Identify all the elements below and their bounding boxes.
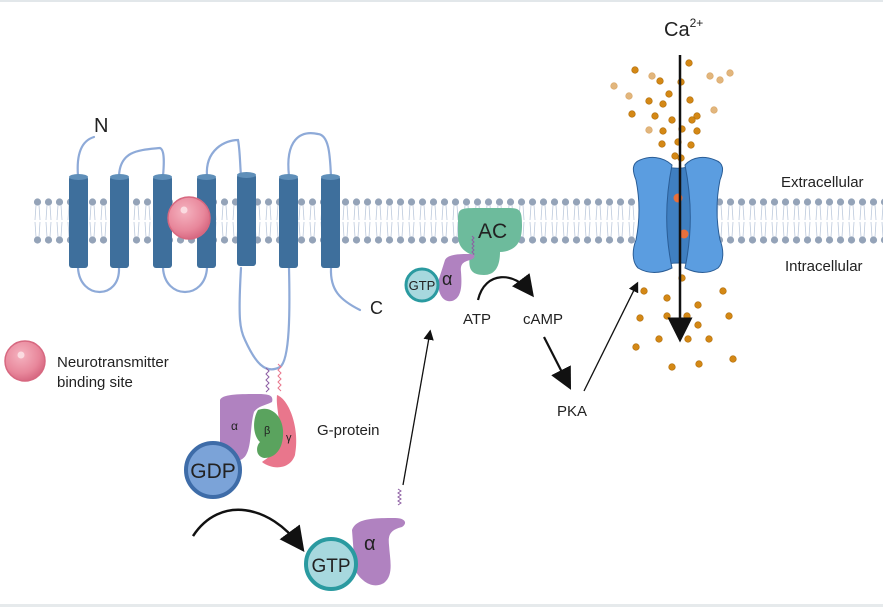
- calcium-ion: [663, 312, 671, 320]
- calcium-ion: [610, 82, 618, 90]
- camp-label: cAMP: [523, 311, 563, 328]
- calcium-ion: [688, 116, 696, 124]
- channel-left-subunit: [632, 156, 673, 273]
- calcium-ion: [705, 335, 713, 343]
- pka-label: PKA: [557, 403, 587, 420]
- ac-label: AC: [478, 220, 507, 243]
- calcium-ion: [625, 92, 633, 100]
- calcium-ion: [658, 140, 666, 148]
- activation-arrow: [191, 508, 305, 553]
- gtp-label-large: GTP: [311, 556, 350, 577]
- beta-subunit: [254, 408, 284, 458]
- alpha-subunit-free: [352, 518, 406, 586]
- calcium-ion: [648, 72, 656, 80]
- helix-7: [321, 174, 340, 268]
- g-protein-complex: α γ β GDP: [184, 363, 297, 499]
- g-protein-label: G-protein: [317, 422, 380, 439]
- alpha-subunit: [220, 394, 273, 462]
- calcium-ion: [632, 343, 640, 351]
- receptor-loops: [76, 132, 362, 371]
- calcium-ion: [706, 72, 714, 80]
- gamma-subunit: [262, 395, 297, 468]
- gdp-label: GDP: [190, 460, 236, 483]
- calcium-ion: [668, 363, 676, 371]
- calcium-ion: [694, 301, 702, 309]
- alpha-label-small: α: [231, 419, 238, 433]
- channel-right-subunit: [684, 156, 724, 273]
- alpha-label-bound: α: [442, 269, 452, 289]
- calcium-ion: [659, 127, 667, 135]
- calcium-ion: [683, 312, 691, 320]
- calcium-channel: [632, 156, 724, 273]
- calcium-ion: [631, 66, 639, 74]
- calcium-ion: [636, 314, 644, 322]
- calcium-ion: [651, 112, 659, 120]
- lipid-anchor-gamma: [277, 363, 282, 392]
- top-border: [0, 0, 883, 2]
- pka-to-channel-arrow: [583, 281, 639, 392]
- calcium-ion: [684, 335, 692, 343]
- helix-5: [237, 172, 256, 266]
- calcium-ion: [716, 76, 724, 84]
- calcium-ion: [693, 127, 701, 135]
- calcium-ion: [686, 96, 694, 104]
- calcium-ion: [645, 97, 653, 105]
- calcium-ion: [656, 77, 664, 85]
- calcium-ion-in-channel: [679, 229, 689, 239]
- atp-label: ATP: [463, 311, 491, 328]
- alpha-label-free: α: [364, 533, 376, 555]
- calcium-ion: [655, 335, 663, 343]
- calcium-ion: [710, 106, 718, 114]
- n-terminus-label: N: [94, 115, 108, 137]
- adenylyl-cyclase: AC: [458, 208, 522, 275]
- calcium-ion: [695, 360, 703, 368]
- intracellular-label: Intracellular: [785, 258, 863, 275]
- atp-to-camp-arrow: [476, 273, 534, 301]
- calcium-ion: [719, 287, 727, 295]
- alpha-to-ac-arrow: [402, 329, 434, 486]
- calcium-ion: [694, 321, 702, 329]
- helix-1: [69, 174, 88, 268]
- legend-neurotransmitter: Neurotransmitter binding site: [4, 340, 169, 391]
- calcium-ion: [687, 141, 695, 149]
- helix-3: [153, 174, 172, 268]
- bottom-border: [0, 604, 883, 607]
- beta-label: β: [264, 425, 270, 437]
- calcium-ion: [726, 69, 734, 77]
- gamma-label: γ: [286, 432, 292, 444]
- calcium-ion: [628, 110, 636, 118]
- helix-2: [110, 174, 129, 268]
- extracellular-label: Extracellular: [781, 174, 864, 191]
- legend-label-line2: binding site: [57, 374, 133, 391]
- calcium-ion: [729, 355, 737, 363]
- calcium-ion: [668, 116, 676, 124]
- calcium-ion: [665, 90, 673, 98]
- calcium-label: Ca2+: [664, 16, 703, 41]
- neurotransmitter-ball: [167, 196, 211, 240]
- calcium-ion: [645, 126, 653, 134]
- camp-to-pka-arrow: [543, 336, 572, 390]
- calcium-charge: 2+: [690, 16, 704, 30]
- lipid-anchor-alpha: [265, 367, 270, 393]
- alpha-gtp-free: α GTP: [304, 488, 406, 591]
- calcium-ion: [663, 294, 671, 302]
- calcium-ion: [640, 287, 648, 295]
- gdp-molecule: GDP: [184, 441, 242, 499]
- calcium-ion: [671, 152, 679, 160]
- c-terminus-label: C: [370, 298, 383, 318]
- calcium-ion: [659, 100, 667, 108]
- helix-6: [279, 174, 298, 268]
- calcium-ion: [693, 112, 701, 120]
- calcium-ion: [725, 312, 733, 320]
- calcium-ion: [685, 59, 693, 67]
- alpha-gtp-bound: α GTP: [404, 254, 475, 303]
- gtp-label-small: GTP: [409, 278, 436, 293]
- legend-label-line1: Neurotransmitter: [57, 354, 169, 371]
